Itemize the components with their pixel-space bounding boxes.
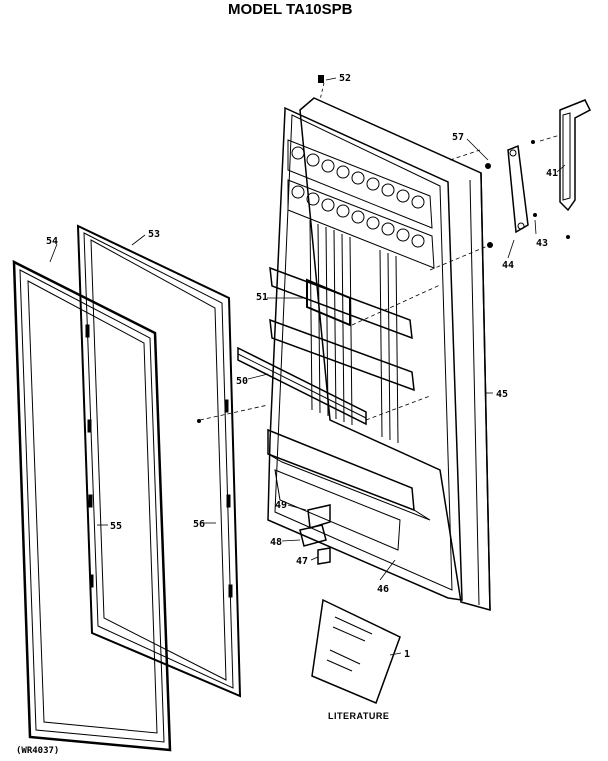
door-liner (267, 106, 463, 601)
door-gasket-inner (76, 224, 242, 698)
leader-lines (49, 77, 566, 656)
door-handle (559, 99, 591, 212)
label-part-50: 50 (236, 376, 248, 387)
handle-mount-bracket (507, 144, 529, 234)
shelf-front-51 (306, 278, 351, 327)
label-part-44: 44 (502, 260, 514, 271)
screws (197, 75, 570, 423)
diagram-title: MODEL TA10SPB (228, 1, 353, 18)
literature-label: LITERATURE (328, 711, 389, 721)
label-part-53: 53 (148, 229, 160, 240)
label-part-46: 46 (377, 584, 389, 595)
door-gasket-outer (12, 259, 172, 752)
label-part-45: 45 (496, 389, 508, 400)
label-part-43: 43 (536, 238, 548, 249)
literature-sheet (311, 598, 401, 704)
label-part-47: 47 (296, 556, 308, 567)
label-part-41: 41 (546, 168, 558, 179)
label-part-1: 1 (404, 649, 410, 660)
label-part-57: 57 (452, 132, 464, 143)
label-part-56: 56 (193, 519, 205, 530)
label-part-51: 51 (256, 292, 268, 303)
label-part-55: 55 (110, 521, 122, 532)
label-part-54: 54 (46, 236, 58, 247)
label-part-48: 48 (270, 537, 282, 548)
label-part-49: 49 (275, 500, 287, 511)
door-outer-panel (299, 97, 491, 611)
label-part-52: 52 (339, 73, 351, 84)
diagram-code: (WR4037) (16, 746, 59, 756)
door-stop-parts (299, 504, 331, 565)
shelf-retainer-bar (237, 346, 367, 426)
